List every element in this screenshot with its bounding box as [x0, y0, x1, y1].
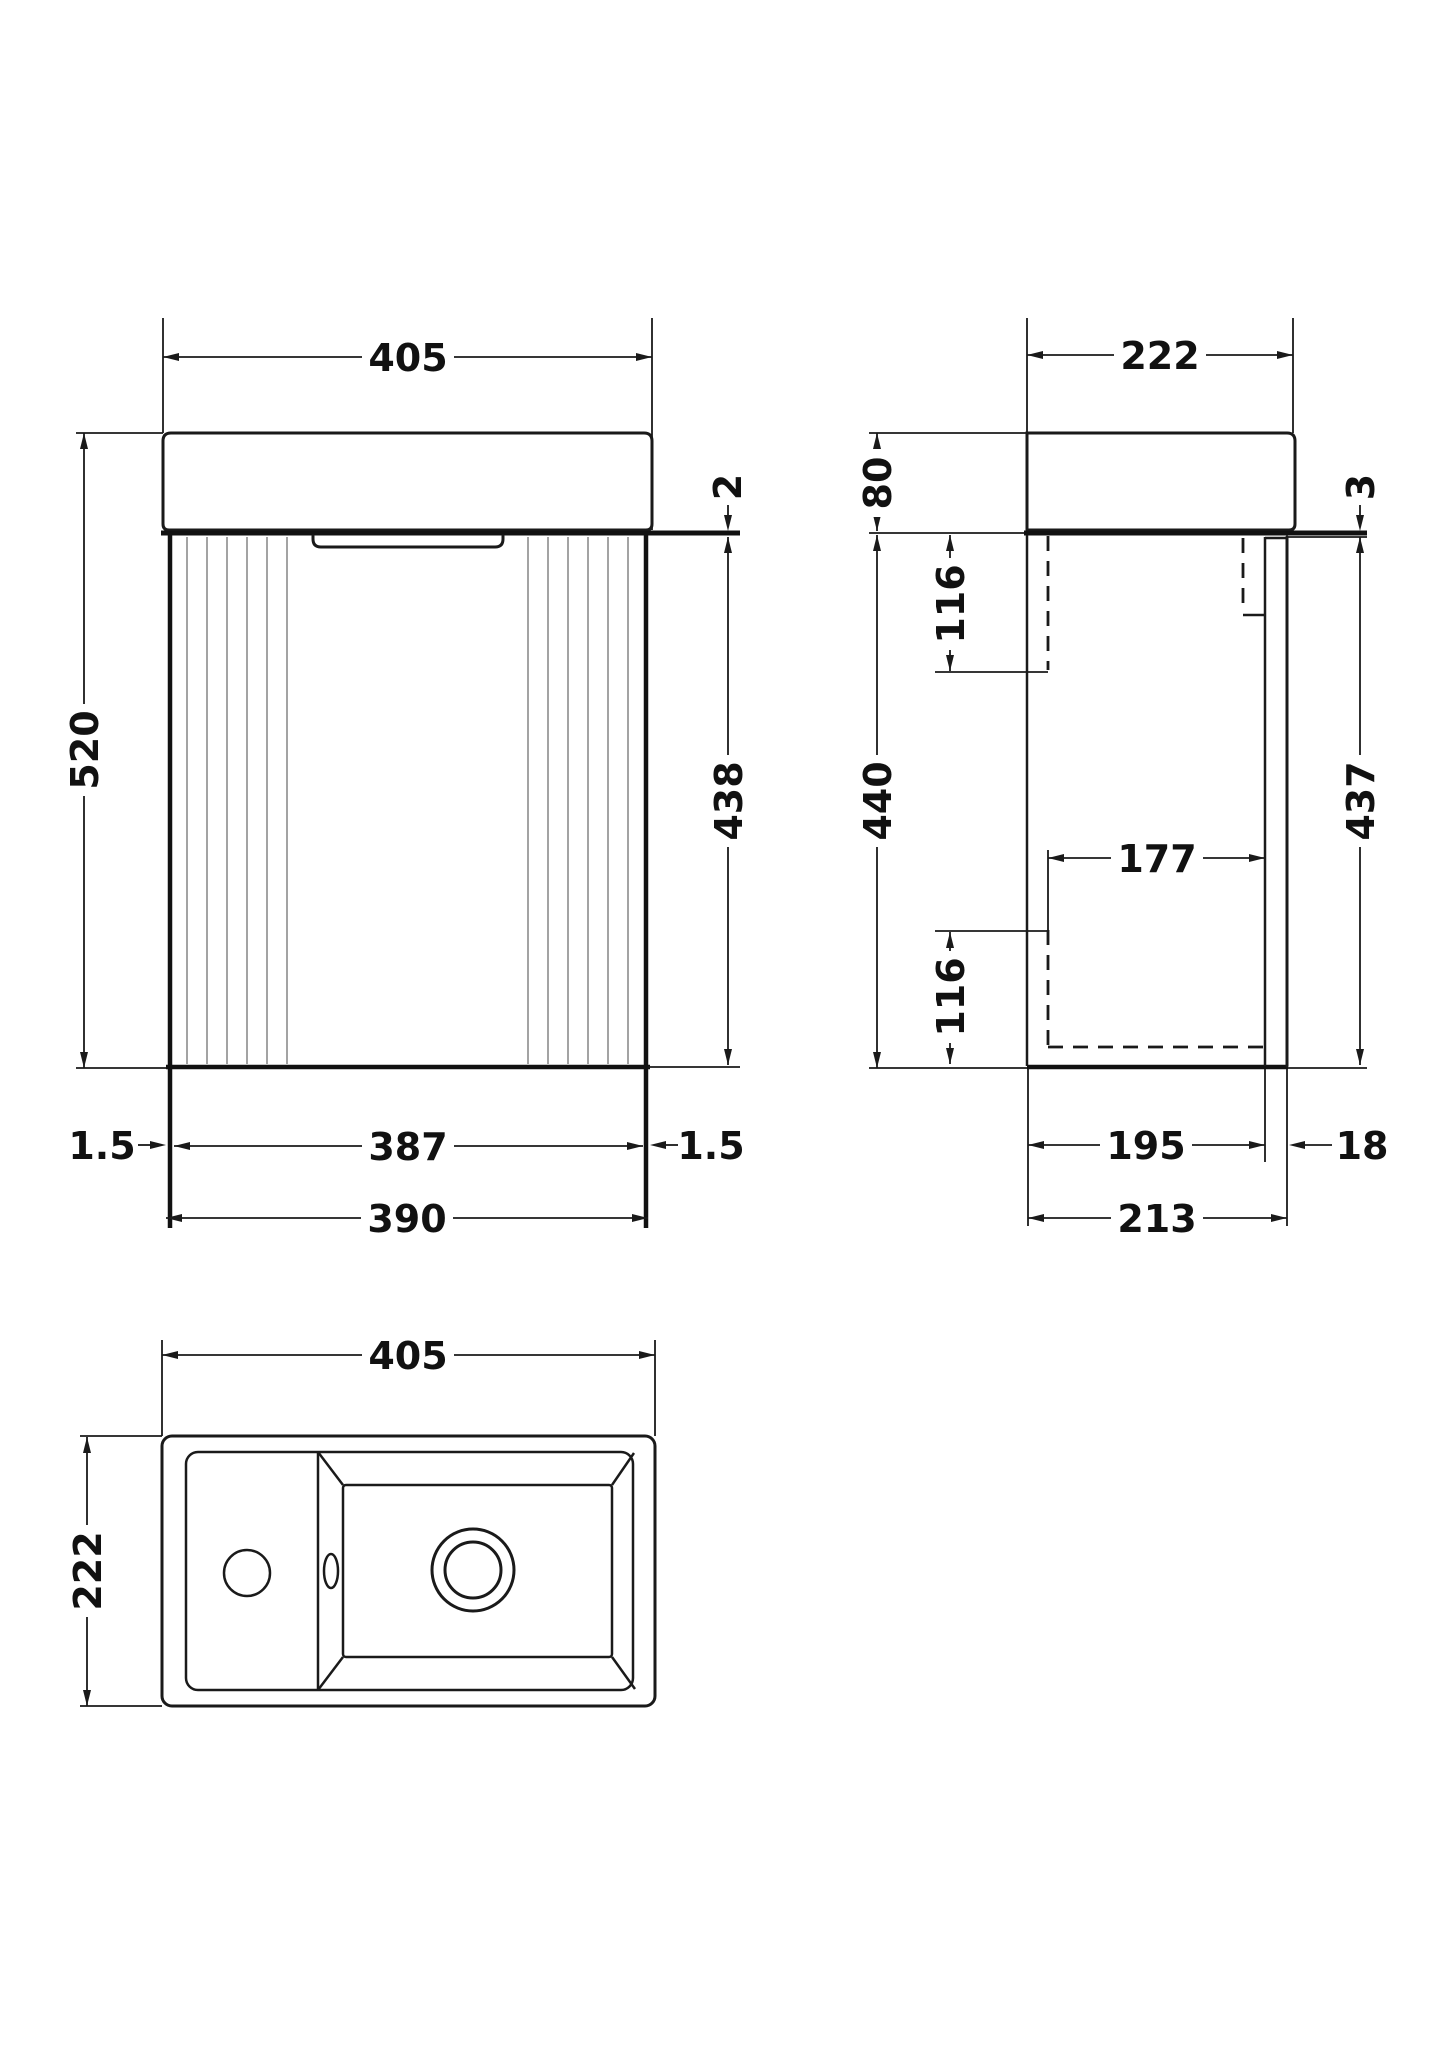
svg-text:18: 18 [1336, 1124, 1389, 1168]
front-view: 405 520 2 438 1.5 [63, 318, 751, 1241]
svg-text:390: 390 [367, 1197, 446, 1241]
dim-side-door-thickness: 18 [1336, 1124, 1389, 1168]
top-basin-inner-deck [184, 1450, 635, 1692]
side-hidden-lines [1046, 536, 1265, 1049]
svg-text:387: 387 [368, 1125, 447, 1169]
svg-text:2: 2 [706, 474, 750, 500]
svg-text:177: 177 [1117, 837, 1196, 881]
dim-front-door-width: 387 [362, 1125, 454, 1169]
dim-top-depth: 222 [66, 1525, 110, 1617]
front-door-fluting [186, 537, 629, 1064]
side-view: 222 80 440 116 [856, 318, 1388, 1241]
dim-front-top-width: 405 [362, 336, 454, 380]
dim-side-top-depth: 222 [1114, 334, 1206, 378]
dim-front-door-height: 438 [707, 755, 751, 847]
dim-front-cabinet-width: 390 [361, 1197, 453, 1241]
dim-front-side-gap-right: 1.5 [677, 1124, 744, 1168]
front-basin-outline [161, 431, 654, 532]
side-basin-outline [1025, 431, 1297, 532]
top-waste-outer [430, 1527, 516, 1613]
dim-side-bracket-offset-bottom: 116 [929, 951, 973, 1043]
dim-front-worktop-gap: 2 [706, 474, 750, 500]
dim-side-door-top-gap: 3 [1339, 474, 1383, 500]
svg-text:520: 520 [63, 710, 107, 789]
top-basin-outer-rim [160, 1434, 657, 1708]
svg-text:438: 438 [707, 761, 751, 840]
svg-text:116: 116 [929, 564, 973, 643]
dim-top-width: 405 [362, 1334, 454, 1378]
front-handle-recess [311, 534, 505, 549]
svg-text:1.5: 1.5 [677, 1124, 744, 1168]
svg-text:1.5: 1.5 [68, 1124, 135, 1168]
top-bowl-bottom [341, 1483, 614, 1659]
svg-text:80: 80 [856, 457, 900, 510]
svg-text:3: 3 [1339, 474, 1383, 500]
dim-side-cabinet-depth: 213 [1111, 1197, 1203, 1241]
svg-text:222: 222 [1120, 334, 1199, 378]
dim-side-door-height: 437 [1339, 755, 1383, 847]
top-tap-hole [222, 1548, 272, 1598]
svg-text:405: 405 [368, 336, 447, 380]
dim-side-internal-depth: 195 [1100, 1124, 1192, 1168]
svg-text:405: 405 [368, 1334, 447, 1378]
svg-text:440: 440 [856, 761, 900, 840]
dim-side-cabinet-height: 440 [856, 755, 900, 847]
svg-text:222: 222 [66, 1531, 110, 1610]
top-overflow-slot [322, 1552, 340, 1590]
dim-side-bracket-offset-top: 116 [929, 558, 973, 650]
svg-text:213: 213 [1117, 1197, 1196, 1241]
svg-text:116: 116 [929, 957, 973, 1036]
top-view: 405 222 [66, 1334, 657, 1708]
dim-side-internal-width: 177 [1111, 837, 1203, 881]
dim-front-total-height: 520 [63, 704, 107, 796]
dim-side-basin-height: 80 [856, 449, 900, 517]
svg-text:437: 437 [1339, 761, 1383, 840]
top-waste-inner [443, 1540, 503, 1600]
svg-text:195: 195 [1106, 1124, 1185, 1168]
dim-front-side-gap-left: 1.5 [68, 1124, 135, 1168]
